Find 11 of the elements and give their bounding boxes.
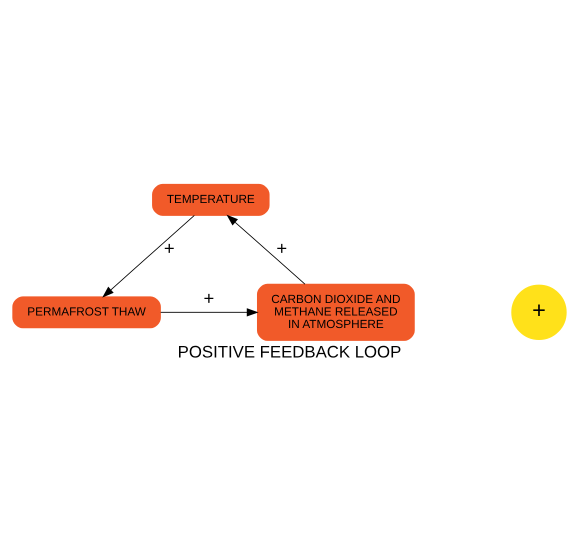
edge-label: +	[276, 237, 288, 258]
caption: POSITIVE FEEDBACK LOOP	[178, 342, 402, 361]
node-box: TEMPERATURE	[152, 183, 270, 216]
node-box: CARBON DIOXIDE AND METHANE RELEASED IN ATMOSPHERE	[256, 283, 415, 340]
arrow	[226, 214, 306, 284]
arrow	[160, 308, 259, 316]
edge-label: +	[164, 237, 175, 258]
arrow	[102, 214, 195, 298]
edge-label: +	[204, 286, 214, 308]
node-box: PERMAFROST THAW	[12, 296, 161, 328]
node-circle: +	[511, 284, 567, 340]
